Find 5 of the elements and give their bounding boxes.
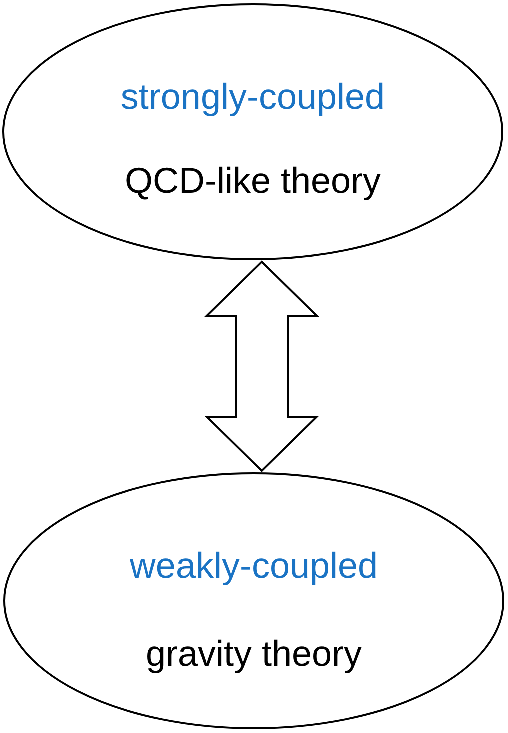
double-arrow [204,260,320,472]
node-label: QCD-like theory [124,163,382,199]
node-label: gravity theory [144,636,364,672]
node-heading: strongly-coupled [120,79,386,115]
node-heading: weakly-coupled [128,548,380,584]
